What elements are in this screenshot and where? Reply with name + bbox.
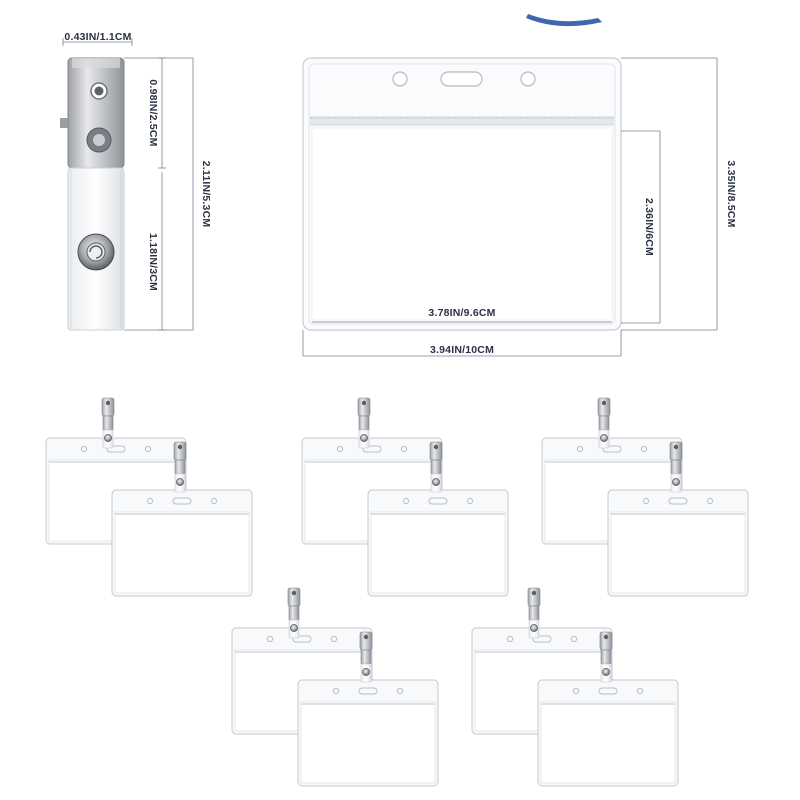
clip-strap-label: 1.18IN/3CM xyxy=(147,233,159,291)
badge-pair-1 xyxy=(46,398,252,596)
card-width-label: 3.94IN/10CM xyxy=(430,344,494,356)
card-dimension-lines xyxy=(302,57,718,357)
clip-dimension-lines xyxy=(62,38,194,331)
card-height-label: 3.35IN/8.5CM xyxy=(725,160,737,227)
clip-total-label: 2.11IN/5.3CM xyxy=(200,161,212,228)
clip-width-label: 0.43IN/1.1CM xyxy=(64,31,131,43)
badge-holder-detail xyxy=(302,57,622,331)
badge-pair-4 xyxy=(232,588,438,786)
badge-pair-3 xyxy=(542,398,748,596)
badge-pair-2 xyxy=(302,398,508,596)
clip-top-label: 0.98IN/2.5CM xyxy=(147,79,159,146)
card-window-height-label: 2.36IN/6CM xyxy=(643,198,655,256)
badge-pair-5 xyxy=(472,588,678,786)
clip-detail xyxy=(60,57,125,331)
decorative-swoosh xyxy=(526,14,602,27)
card-window-width-label: 3.78IN/9.6CM xyxy=(428,307,495,319)
